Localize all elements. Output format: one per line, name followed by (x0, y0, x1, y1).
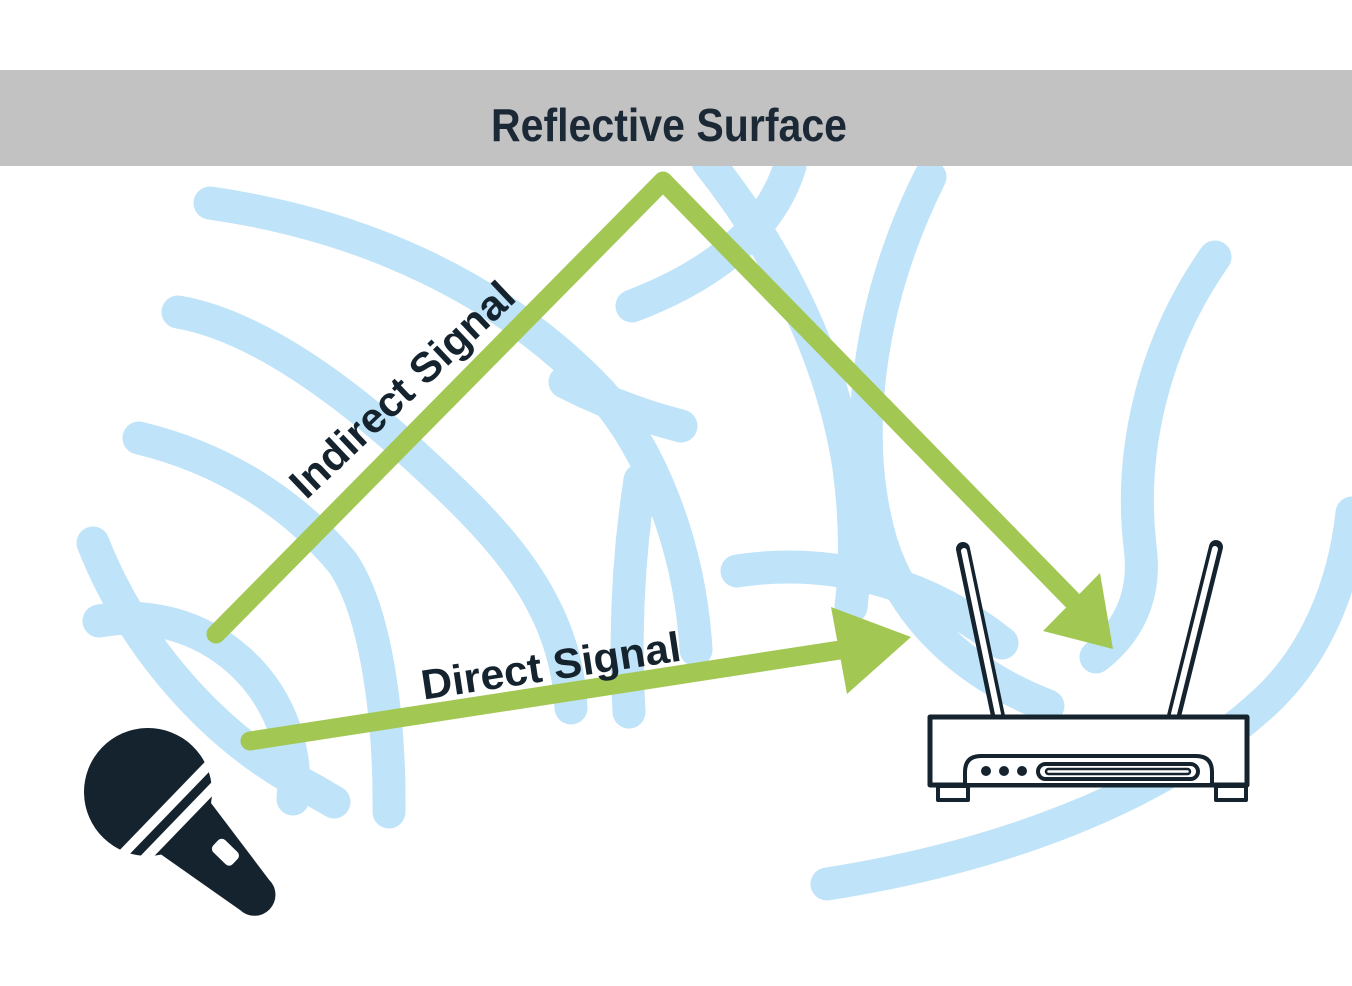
receiver-foot-right (1214, 784, 1248, 802)
microphone-stripe (112, 754, 220, 865)
reflective-surface-title: Reflective Surface (491, 99, 847, 151)
wave-arc (615, 149, 807, 323)
microphone-switch (211, 838, 239, 866)
receiver-led (981, 766, 991, 776)
wave-arc (720, 550, 1019, 660)
wave-arc (849, 160, 1065, 723)
microphone-icon (84, 728, 276, 916)
receiver-icon (927, 540, 1250, 802)
indirect-signal-path (206, 171, 1082, 644)
direct-signal-path (240, 640, 850, 751)
reflective-surface-bar (0, 70, 1352, 166)
wave-arc (1079, 240, 1232, 674)
wave-arc (161, 295, 588, 725)
receiver-foot-left (936, 784, 970, 802)
microphone-handle (160, 802, 276, 916)
antenna-left (956, 542, 1005, 723)
signal-arrows (206, 171, 1113, 751)
wave-arc (548, 365, 698, 443)
antenna-right (1167, 540, 1223, 723)
receiver-led (999, 766, 1009, 776)
receiver-slot-inner (1044, 767, 1192, 776)
receiver-led (1017, 766, 1027, 776)
direct-signal-arrowhead (831, 607, 911, 694)
microphone-stripe (126, 767, 234, 878)
indirect-signal-arrowhead (1043, 573, 1113, 649)
wave-arc (691, 145, 872, 624)
